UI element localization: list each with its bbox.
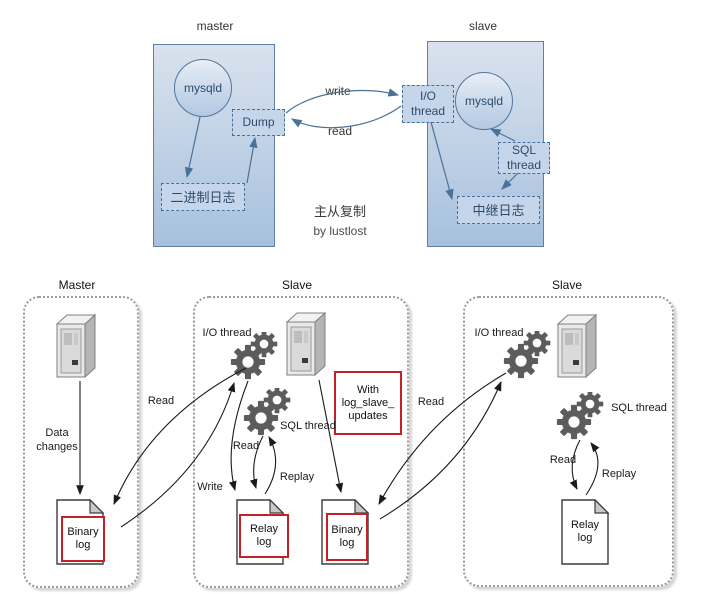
slave2-relay-log: Relay log (570, 519, 600, 544)
slave-mysqld-label: mysqld (464, 94, 503, 108)
bottom-master-title: Master (58, 278, 96, 292)
slave-relaylog-box: 中继日志 (457, 196, 540, 224)
write-label: write (325, 84, 351, 98)
slave2-sql-thread-label: SQL thread (611, 402, 667, 414)
gear-icon (503, 331, 559, 379)
slave-io-thread-box: I/O thread (402, 85, 454, 123)
slave1-relay-log: Relay log (239, 514, 289, 558)
server-tower-icon (56, 312, 104, 378)
top-slave-title: slave (468, 19, 497, 33)
slave2-io-thread-label: I/O thread (474, 327, 524, 339)
top-master-title: master (196, 19, 234, 33)
read-label: read (327, 124, 353, 138)
bottom-slave1-title: Slave (281, 278, 313, 292)
data-changes-label: Data changes (36, 427, 78, 453)
master-mysqld-circle: mysqld (174, 59, 232, 117)
slave1-binary-log: Binary log (326, 513, 368, 561)
read-label-left: Read (147, 395, 175, 407)
slave1-sql-thread-label: SQL thread (280, 420, 336, 432)
caption-line1: 主从复制 (313, 204, 366, 219)
slave2-replay-label: Replay (601, 468, 637, 480)
slave-sql-thread-box: SQL thread (498, 142, 550, 174)
slave1-io-thread-label: I/O thread (202, 327, 252, 339)
gear-icon (556, 392, 612, 440)
server-tower-icon (286, 310, 334, 376)
caption-line2: by lustlost (313, 224, 367, 238)
slave1-write-label: Write (197, 481, 223, 493)
slave-mysqld-circle: mysqld (455, 72, 513, 130)
bottom-slave2-title: Slave (551, 278, 583, 292)
dump-thread-box: Dump (232, 109, 285, 136)
gear-icon (230, 332, 286, 380)
master-binary-log: Binary log (61, 516, 105, 562)
server-tower-icon (557, 312, 605, 378)
master-mysqld-label: mysqld (183, 81, 222, 95)
master-binlog-box: 二进制日志 (161, 183, 245, 211)
slave2-read-label: Read (549, 454, 577, 466)
slave1-replay-label: Replay (279, 471, 315, 483)
log-slave-updates-note: With log_slave_ updates (334, 371, 402, 435)
read-label-right: Read (417, 396, 445, 408)
slave1-read-label: Read (232, 440, 260, 452)
